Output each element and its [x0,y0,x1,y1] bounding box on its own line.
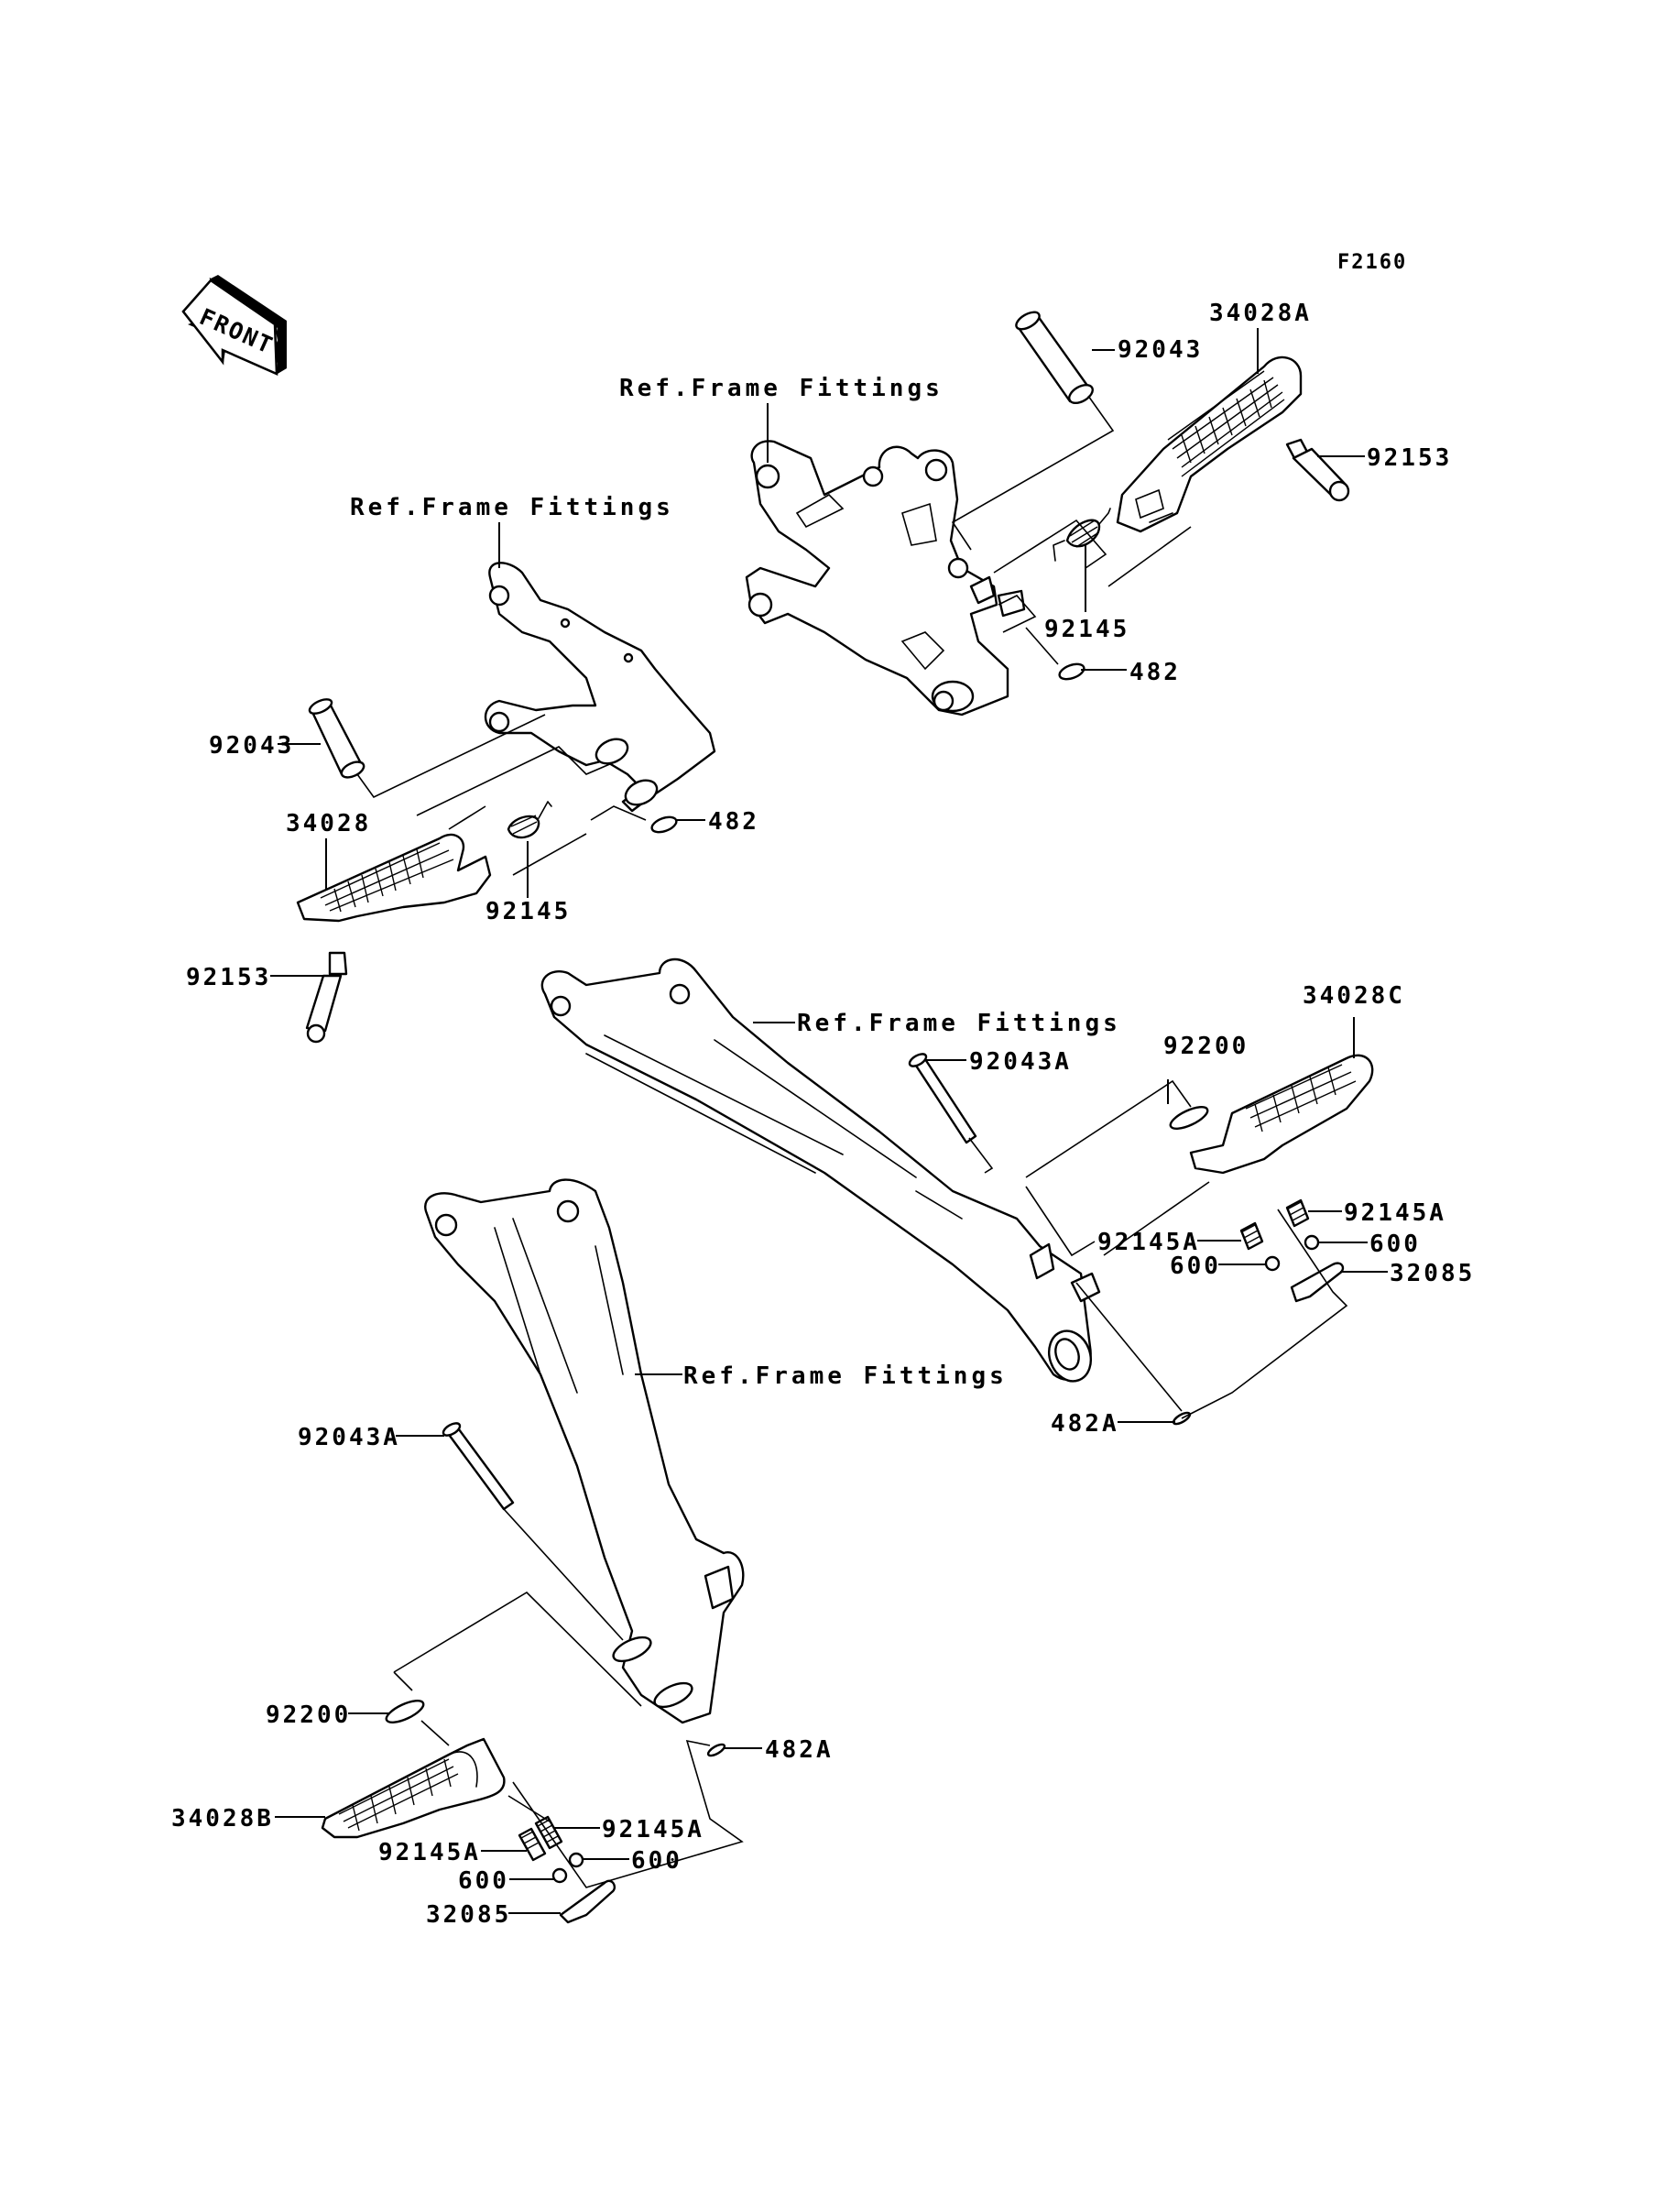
upper-right-bolt [1285,438,1350,502]
part-label-92145A: 92145A [378,1839,481,1866]
part-label-92043: 92043 [209,732,294,760]
lower-right-pin [908,1053,977,1144]
part-label-92145: 92145 [485,898,571,925]
upper-right-bracket [745,440,1026,717]
part-label-482A: 482A [765,1736,834,1764]
lower-right-footpeg [1189,1054,1374,1175]
upper-right-clip [1058,662,1085,681]
ref-frame-fittings-label: Ref.Frame Fittings [683,1362,1008,1390]
lower-right-springs [1239,1198,1310,1251]
upper-left-bracket [484,562,716,813]
upper-left-footpeg [296,833,492,923]
part-label-34028: 34028 [286,810,371,837]
part-label-34028C: 34028C [1303,982,1405,1010]
lower-right-bracket [540,957,1101,1383]
lower-right-washer [1169,1106,1209,1130]
upper-left-bolt [305,951,348,1044]
lower-left-washer [385,1700,425,1723]
part-label-92200: 92200 [1163,1033,1249,1060]
lower-right-balls [1264,1234,1320,1272]
upper-right-footpeg [1116,356,1303,533]
part-label-92145: 92145 [1044,616,1129,643]
part-label-600: 600 [1369,1231,1421,1258]
lower-left-leader-lines [393,1508,744,1888]
lower-right-plate [1290,1262,1345,1303]
part-label-34028B: 34028B [171,1805,274,1832]
part-label-32085: 32085 [1390,1260,1475,1287]
ref-frame-fittings-label: Ref.Frame Fittings [350,494,674,521]
ref-frame-fittings-label: Ref.Frame Fittings [797,1010,1121,1037]
part-label-92145A: 92145A [1097,1229,1200,1256]
part-label-92153: 92153 [186,964,271,991]
upper-right-pin [1015,311,1094,405]
part-label-482A: 482A [1051,1410,1119,1438]
part-label-92043A: 92043A [298,1424,400,1451]
part-label-92145A: 92145A [1344,1199,1446,1227]
upper-right-leader-lines [951,395,1192,665]
lower-left-springs [518,1815,563,1862]
figure-id: F2160 [1337,251,1407,274]
part-label-92043A: 92043A [969,1048,1072,1076]
lower-left-balls [551,1852,584,1884]
part-label-92145A: 92145A [602,1816,704,1843]
upper-left-clip [650,815,678,834]
part-label-92153: 92153 [1367,444,1452,472]
lower-left-pin [442,1422,515,1511]
upper-left-pin [308,698,365,779]
lower-left-footpeg [321,1737,506,1839]
part-label-482: 482 [708,808,759,836]
upper-left-spring [507,801,552,839]
ref-frame-fittings-label: Ref.Frame Fittings [619,375,944,402]
part-label-92200: 92200 [266,1701,351,1729]
front-arrow-icon: FRONT [181,275,287,376]
part-label-482: 482 [1129,659,1181,686]
lower-left-clip [706,1743,726,1757]
lower-right-leader-lines [968,1079,1348,1419]
part-label-600: 600 [1170,1253,1221,1280]
upper-left-leader-lines [356,714,647,876]
part-label-600: 600 [631,1847,682,1875]
part-label-600: 600 [458,1867,509,1895]
upper-right-spring [1053,508,1111,562]
part-label-32085: 32085 [426,1901,511,1929]
part-label-34028A: 34028A [1209,300,1312,327]
part-label-92043: 92043 [1118,336,1203,364]
